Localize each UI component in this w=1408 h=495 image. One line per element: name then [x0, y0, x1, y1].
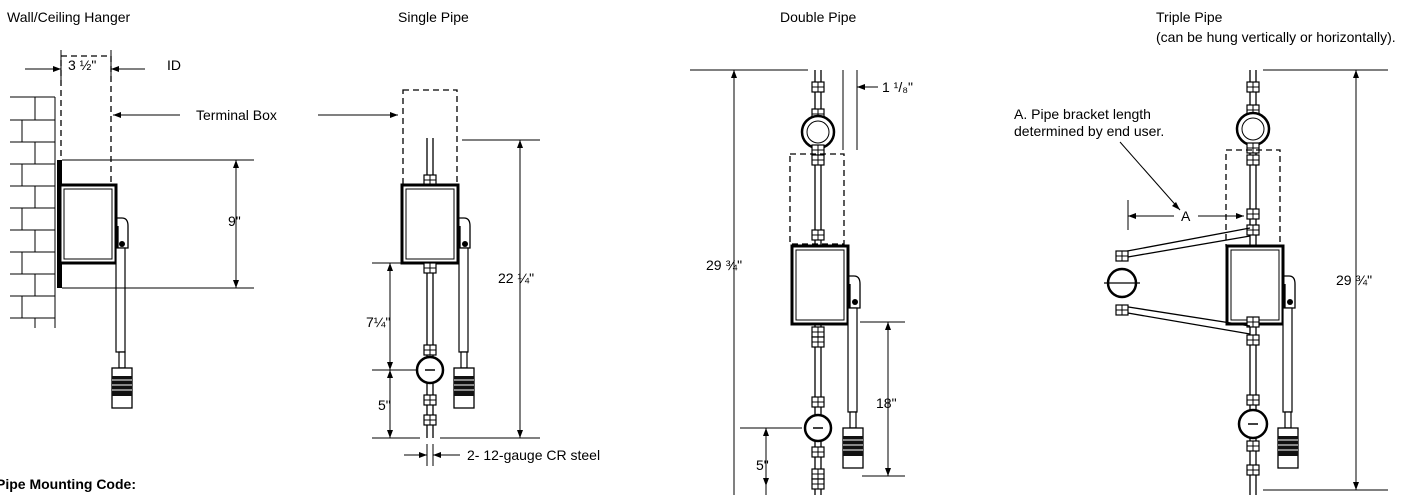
- dim-twentynine-triple-label: 29 ¾": [1336, 272, 1372, 288]
- bracket-note-line-2: determined by end user.: [1014, 123, 1164, 139]
- dim-seven-label: 7¼": [366, 314, 390, 330]
- wall-terminal-box-outline: [60, 55, 112, 187]
- dim-five-single-label: 5": [378, 397, 391, 413]
- wall-hanger-drawing: 3 ½" ID 9" Terminal Box: [10, 50, 398, 409]
- wall-hanger-title: Wall/Ceiling Hanger: [7, 9, 131, 25]
- double-pipe-title: Double Pipe: [780, 9, 856, 25]
- terminal-box-label: Terminal Box: [196, 107, 277, 123]
- steel-label: 2- 12-gauge CR steel: [467, 447, 600, 463]
- dim-five-double-label: 5": [756, 457, 769, 473]
- bracket-note-line-1: A. Pipe bracket length: [1014, 106, 1151, 122]
- id-label: ID: [167, 57, 181, 73]
- dim-twentynine-double-label: 29 ¾": [706, 257, 742, 273]
- triple-pipe-note: (can be hung vertically or horizontally)…: [1156, 29, 1396, 45]
- single-pipe-drawing: 22 ¼" 7¼" 5" 2- 12-gauge CR steel: [366, 89, 600, 466]
- dim-twentytwo-label: 22 ¼": [498, 270, 534, 286]
- triple-pipe-title: Triple Pipe: [1156, 9, 1223, 25]
- single-terminal-box-outline: [402, 89, 458, 189]
- dim-width-label: 3 ½": [68, 57, 96, 73]
- dim-eighteen-label: 18": [876, 395, 897, 411]
- triple-pipe-drawing: A A. Pipe bracket length determined by e…: [1014, 69, 1388, 495]
- single-pipe-title: Single Pipe: [398, 9, 469, 25]
- brick-wall: [10, 96, 56, 328]
- triple-terminal-box-outline: [1225, 149, 1281, 247]
- dim-one-eighth-label: 1 ¹/₈": [882, 79, 913, 95]
- pipe-mounting-code-heading: Pipe Mounting Code:: [0, 476, 136, 492]
- double-pipe-drawing: 29 ¾" 1 ¹/₈" 18" 5": [690, 69, 913, 495]
- dim-a-label: A: [1181, 208, 1191, 224]
- dim-nine-label: 9": [228, 213, 241, 229]
- double-terminal-box-outline: [789, 153, 845, 245]
